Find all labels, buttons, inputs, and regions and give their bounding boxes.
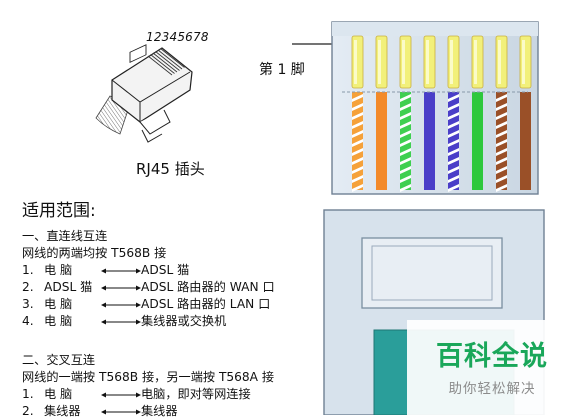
connection-row: 3. 电 脑 ADSL 路由器的 LAN 口: [22, 296, 275, 313]
row-number: 2.: [22, 280, 34, 294]
section1-subtitle: 网线的两端均按 T568B 接: [22, 246, 167, 260]
section2-heading: 二、交叉互连: [22, 353, 96, 367]
device-a: 集线器: [44, 404, 81, 418]
device-b: 集线器或交换机: [141, 314, 227, 328]
rj45-plug-illustration: [95, 44, 193, 143]
section1-list: 1. 电 脑 ADSL 猫 2. ADSL 猫 ADSL 路由器的 WAN 口 3. 电 脑 A…: [22, 262, 275, 330]
connection-row: 1. 电 脑 ADSL 猫: [22, 262, 275, 279]
wire-group: [342, 35, 532, 192]
pin-numbers: 12345678: [146, 30, 209, 44]
connection-row: 4. 电 脑 集线器或交换机: [22, 313, 275, 330]
connection-row: 2. ADSL 猫 ADSL 路由器的 WAN 口: [22, 279, 275, 296]
row-number: 1.: [22, 387, 34, 401]
device-a: 电 脑: [44, 314, 73, 328]
row-number: 3.: [22, 297, 34, 311]
device-a: 电 脑: [44, 263, 73, 277]
double-arrow-icon: [101, 302, 141, 307]
wire-8: [519, 35, 532, 190]
row-number: 4.: [22, 314, 34, 328]
row-number: 1.: [22, 263, 34, 277]
pin-1-label: 第 1 脚: [259, 62, 305, 78]
device-a: ADSL 猫: [44, 280, 93, 294]
device-b: ADSL 路由器的 LAN 口: [141, 297, 271, 311]
plug-caption: RJ45 插头: [136, 160, 205, 178]
connector-diagram: [292, 21, 545, 415]
section-title: 适用范围:: [22, 201, 96, 221]
connection-row: 1. 电 脑 电脑，即对等网连接: [22, 386, 274, 403]
row-number: 2.: [22, 404, 34, 418]
connector-window: [361, 237, 503, 309]
wire-1: [351, 35, 364, 192]
double-arrow-icon: [101, 409, 141, 414]
device-a: 电 脑: [44, 297, 73, 311]
section1-heading: 一、直连线互连: [22, 229, 108, 243]
wire-3: [399, 35, 412, 192]
device-a: 电 脑: [44, 387, 73, 401]
plug-clip: [139, 109, 171, 135]
device-b: ADSL 猫: [141, 263, 190, 277]
plug-body: [111, 47, 193, 123]
section2-subtitle: 网线的一端按 T568B 接，另一端按 T568A 接: [22, 370, 275, 384]
wire-6: [471, 35, 484, 190]
double-arrow-icon: [101, 268, 141, 273]
wire-4: [423, 35, 436, 190]
watermark-title: 百科全说: [436, 341, 548, 372]
double-arrow-icon: [101, 392, 141, 397]
wire-5: [447, 35, 460, 192]
section1: 一、直连线互连 网线的两端均按 T568B 接 1. 电 脑 ADSL 猫 2. ADS…: [22, 228, 275, 330]
device-b: 电脑，即对等网连接: [141, 387, 251, 401]
wire-7: [495, 35, 508, 192]
device-b: 集线器: [141, 404, 178, 418]
double-arrow-icon: [101, 319, 141, 324]
connection-row: 2. 集线器 集线器: [22, 403, 274, 420]
section2: 二、交叉互连 网线的一端按 T568B 接，另一端按 T568A 接 1. 电 脑…: [22, 352, 274, 420]
device-b: ADSL 路由器的 WAN 口: [141, 280, 275, 294]
double-arrow-icon: [101, 285, 141, 290]
watermark: 百科全说 助你轻松解决: [407, 320, 577, 415]
watermark-subtitle: 助你轻松解决: [448, 381, 536, 397]
wire-2: [375, 35, 388, 190]
